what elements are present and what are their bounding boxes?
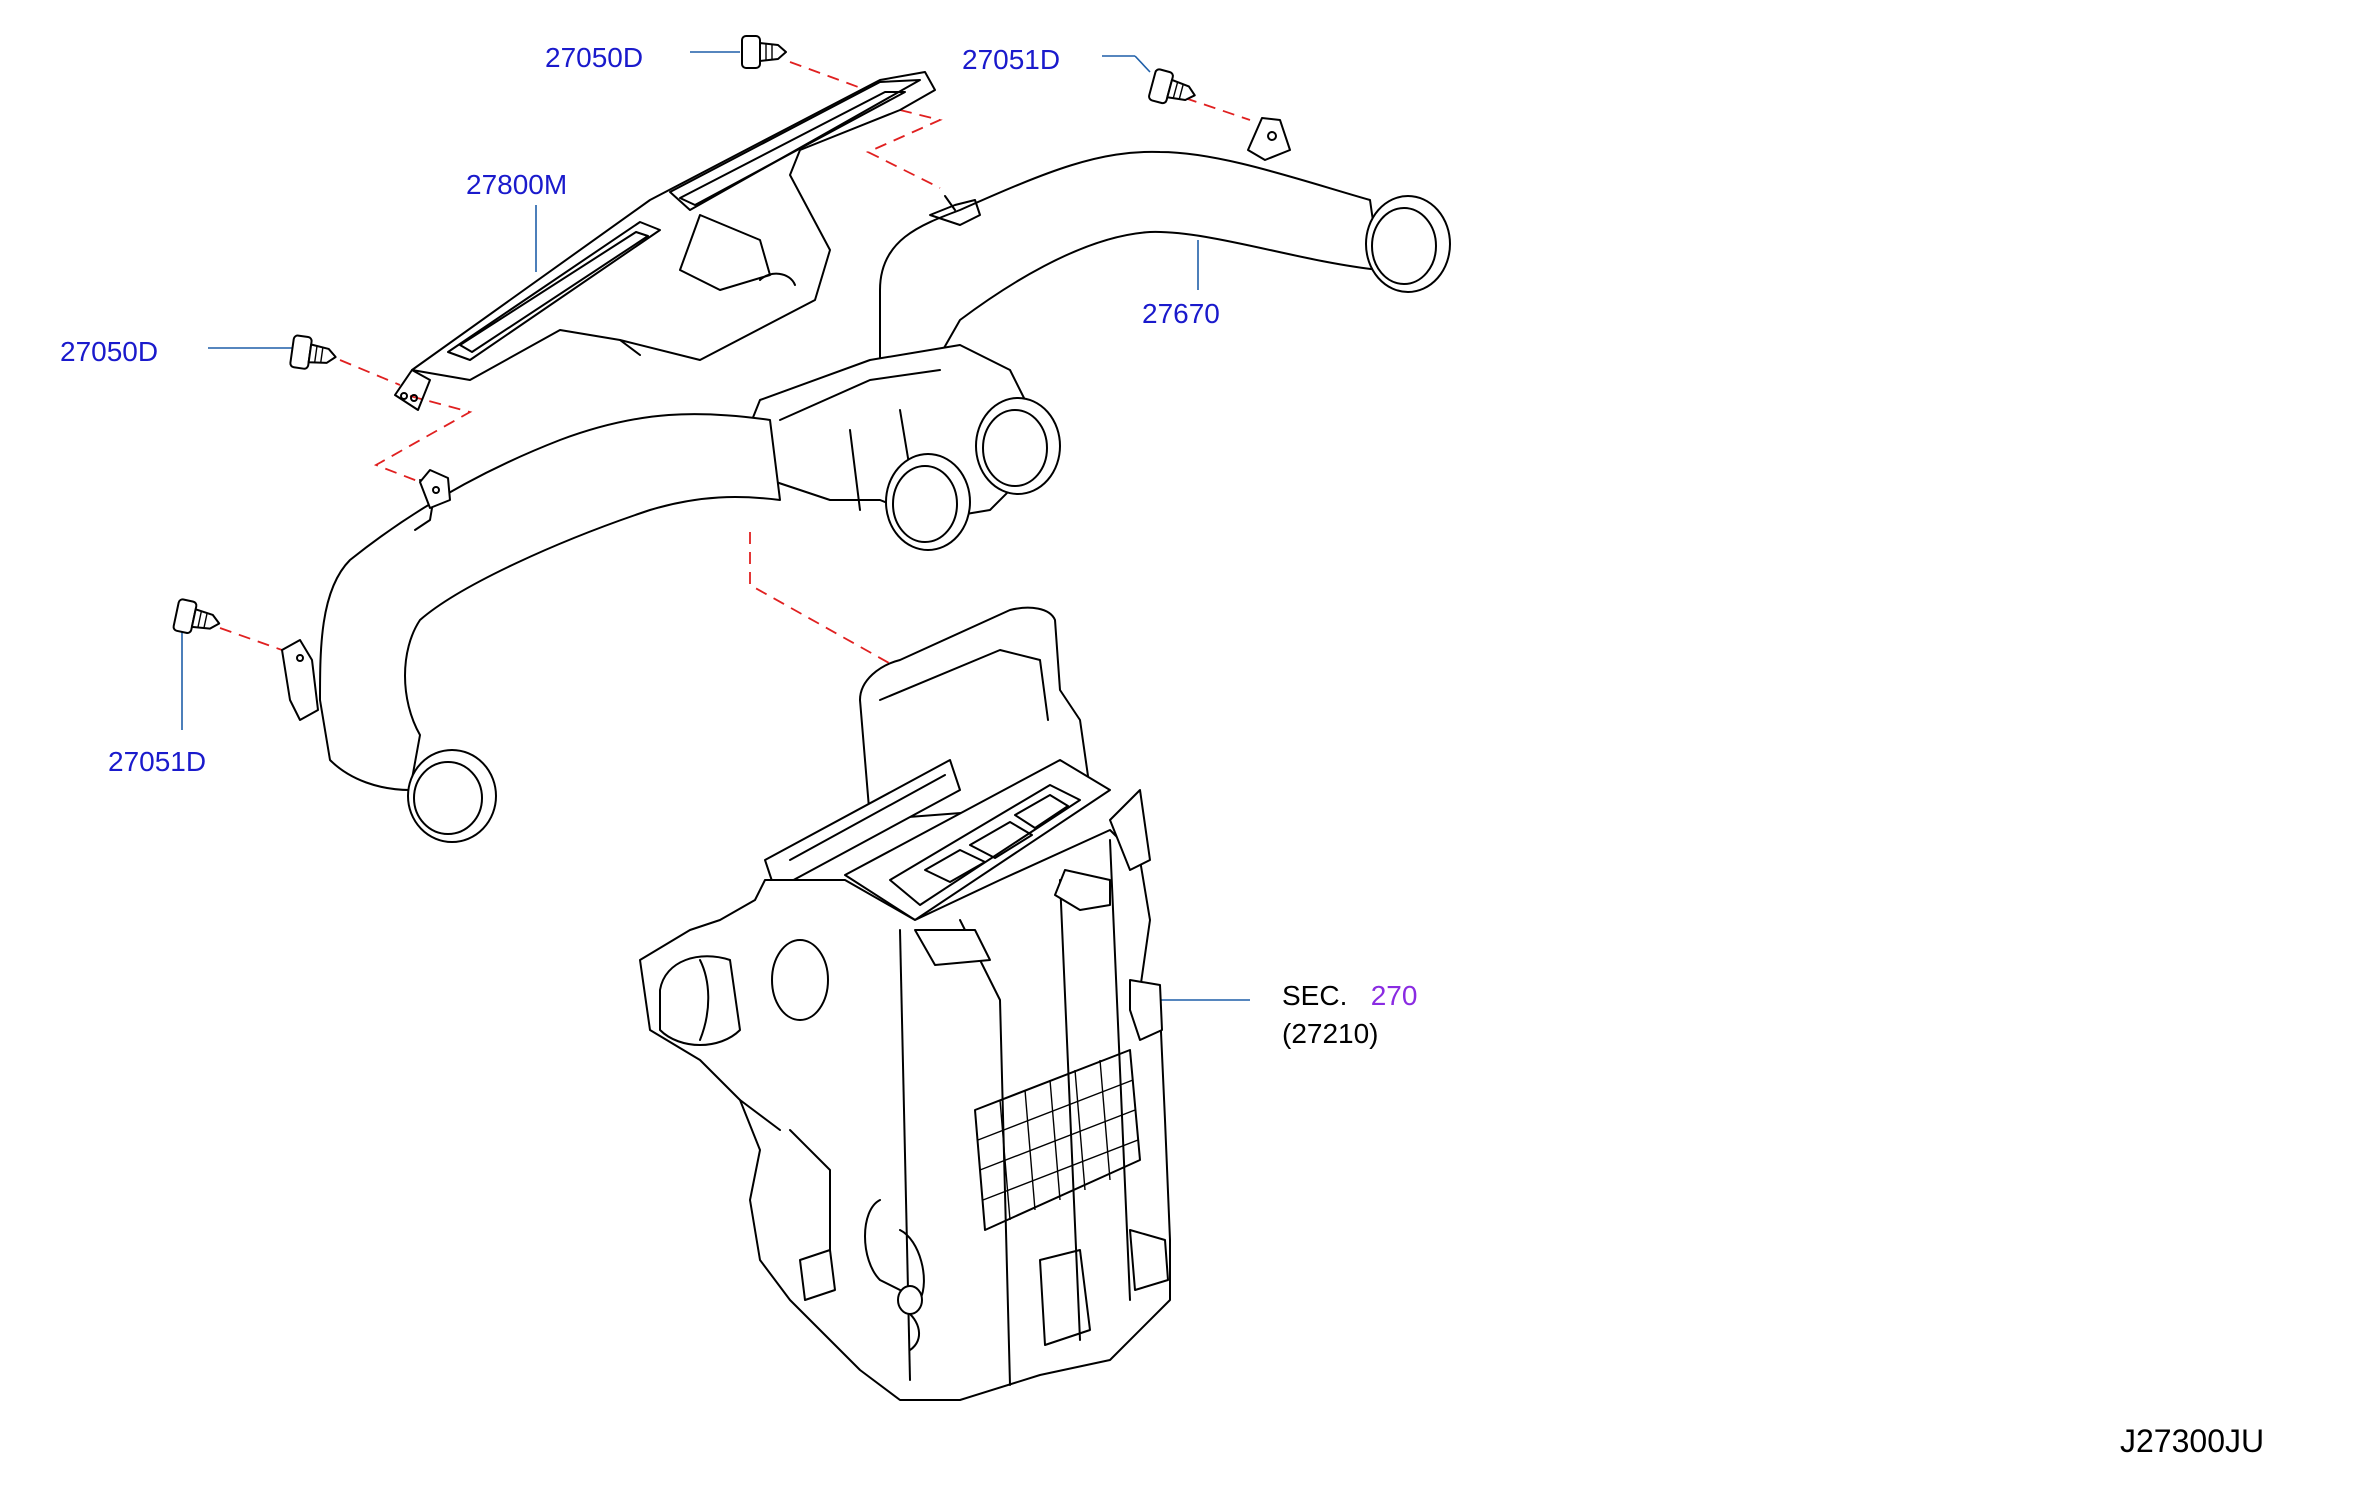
dashed-guides	[219, 61, 1251, 841]
section-prefix: SEC.	[1282, 980, 1348, 1011]
guide-lower-screw	[219, 627, 283, 651]
guide-left-screw	[339, 359, 401, 386]
guide-right-screw	[1184, 97, 1251, 121]
leader-lines	[181, 51, 1250, 1001]
side-vent-duct	[281, 117, 1451, 843]
guide-top-zigzag	[865, 109, 943, 189]
screw-icon	[741, 35, 787, 69]
part-label-27670[interactable]: 27670	[1142, 298, 1220, 329]
leader-27051d-top-b	[1134, 55, 1151, 73]
screw-icon	[172, 598, 221, 634]
guide-top-screw	[789, 61, 881, 96]
heater-unit	[639, 606, 1171, 1401]
section-link[interactable]: 270	[1370, 980, 1418, 1011]
part-label-27800m[interactable]: 27800M	[466, 169, 568, 200]
section-reference: SEC. 270	[1282, 982, 1417, 1010]
part-label-27051d-left[interactable]: 27051D	[108, 746, 207, 777]
section-subpart: (27210)	[1282, 1018, 1379, 1049]
part-label-27051d-top[interactable]: 27051D	[962, 44, 1061, 75]
guide-center-drop	[749, 532, 966, 841]
guide-left-zigzag	[373, 395, 473, 483]
part-label-27050d-left[interactable]: 27050D	[60, 336, 159, 367]
screw-icon	[289, 334, 337, 370]
defroster-nozzle	[394, 71, 936, 411]
part-label-27050d-top[interactable]: 27050D	[545, 42, 644, 73]
diagram-id-code: J27300JU	[2120, 1423, 2265, 1459]
evaporator-grid	[974, 1049, 1141, 1231]
screw-icon	[1148, 68, 1196, 105]
